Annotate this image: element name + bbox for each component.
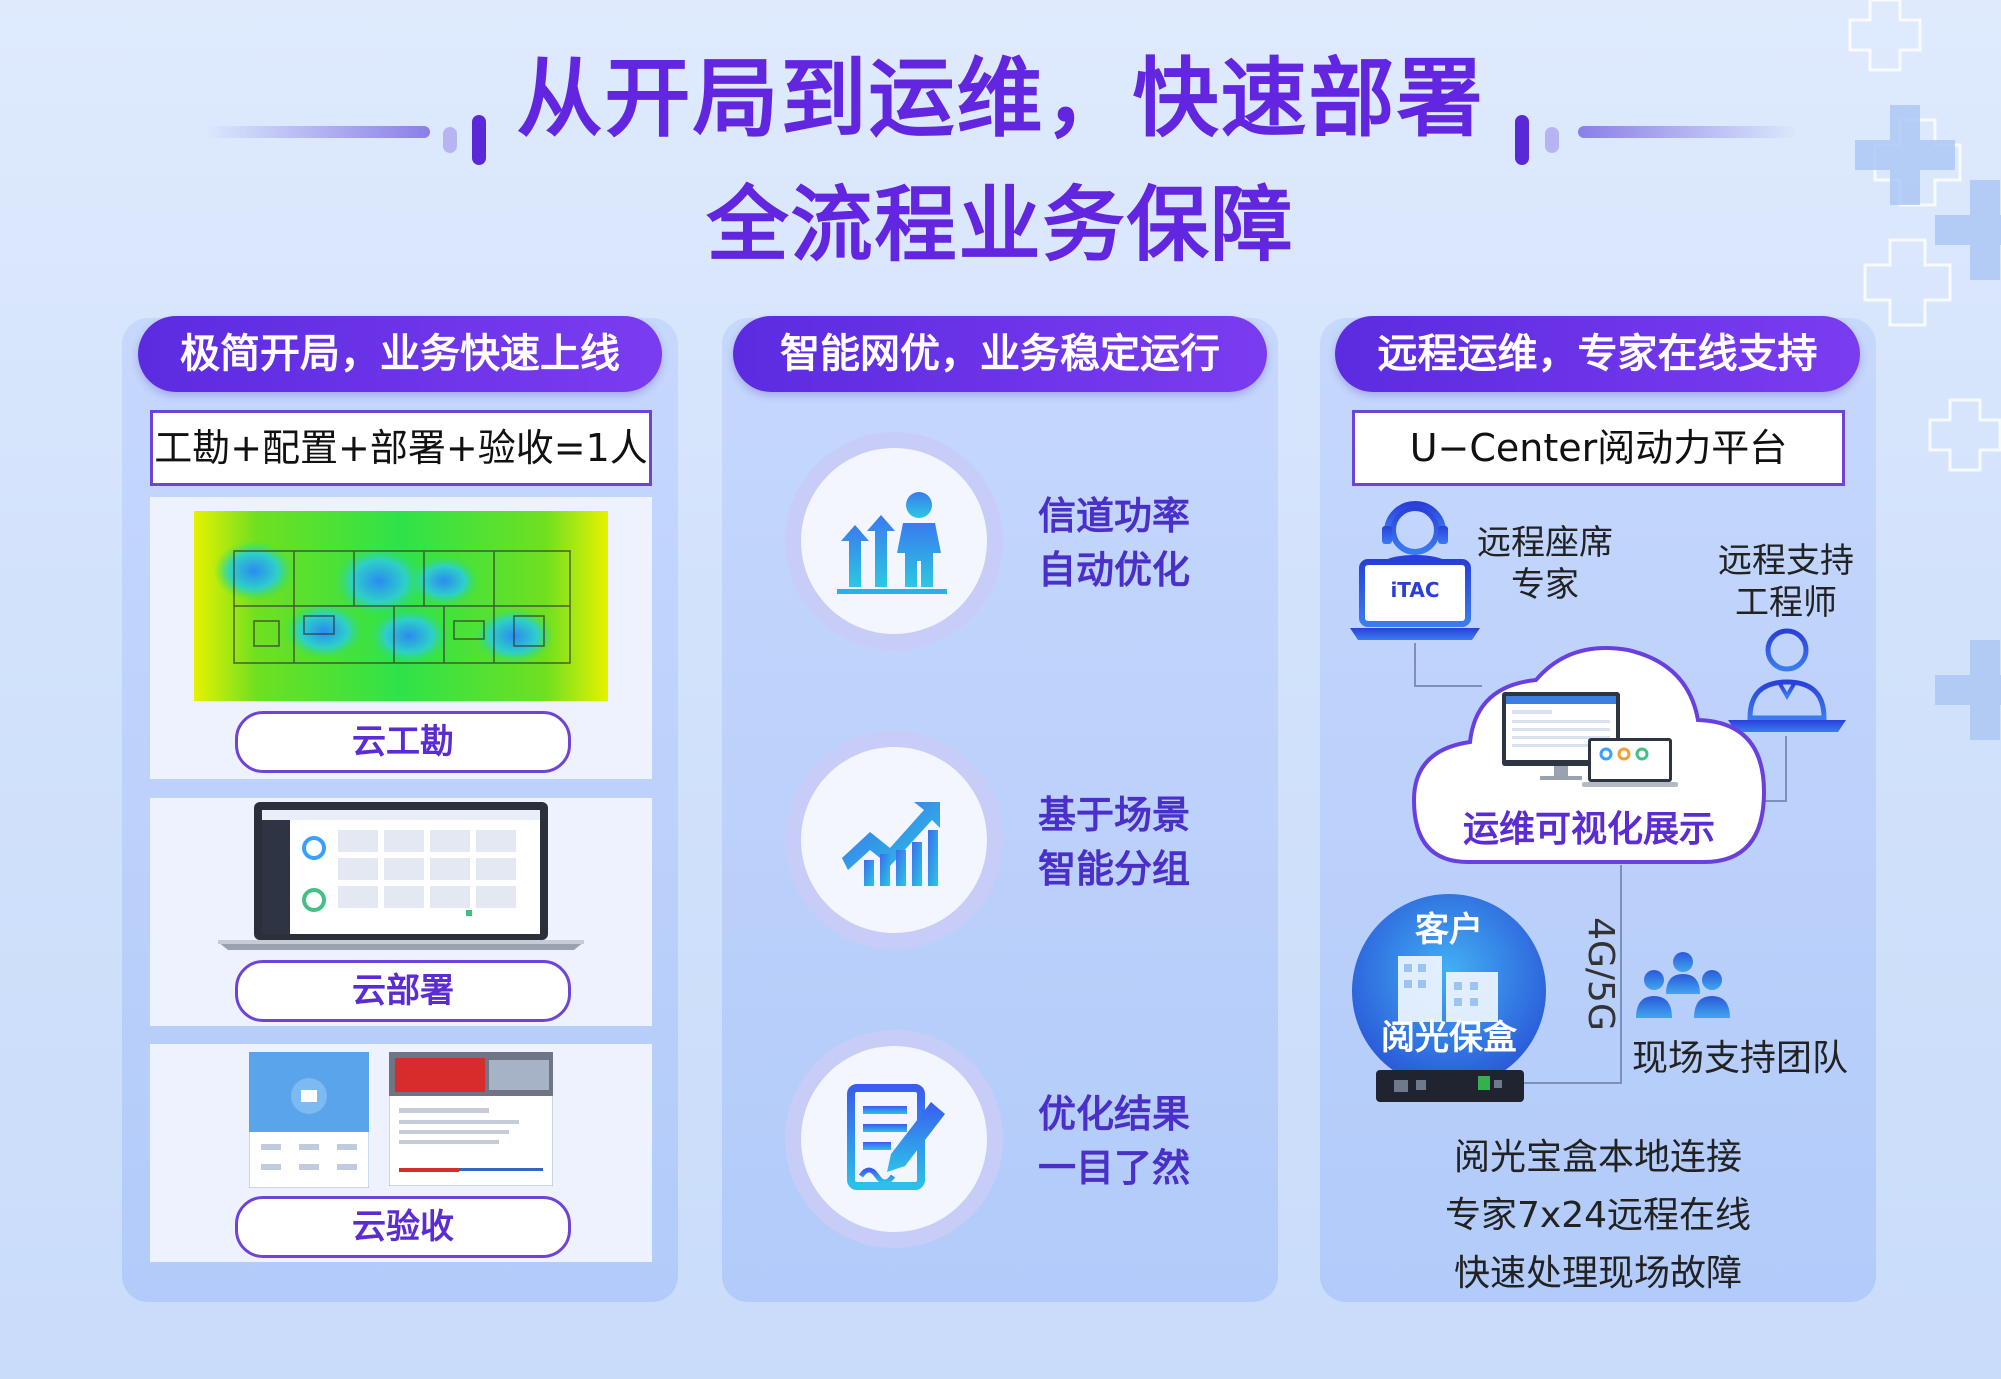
- laptop-badge: iTAC: [1390, 578, 1440, 602]
- engineer-person-icon: [1728, 628, 1846, 732]
- platform-label: U−Center阅动力平台: [1352, 410, 1845, 486]
- monitor-dashboard-image: [1502, 692, 1678, 787]
- laptop-dashboard-image: [218, 802, 584, 950]
- connector-seat-cloud-h: [1414, 685, 1482, 687]
- benefit-line-1: 阅光宝盒本地连接: [1453, 1137, 1742, 1178]
- cloud-deploy-button[interactable]: 云部署: [235, 960, 571, 1022]
- heatmap-floorplan-image: [194, 511, 608, 701]
- connector-engineer-cloud-h: [1755, 800, 1787, 802]
- connector-cloud-box-v: [1620, 865, 1622, 1083]
- benefit-line-2: 专家7x24远程在线: [1444, 1195, 1752, 1236]
- title-decor-line-right: [1578, 126, 1798, 138]
- headset-expert-icon: [1350, 501, 1480, 640]
- title-decor-dot-left: [443, 127, 457, 153]
- remote-engineer-label: 远程支持 工程师: [1718, 541, 1854, 623]
- connector-engineer-cloud-v: [1785, 736, 1787, 802]
- document-sign-icon: [847, 1084, 945, 1190]
- router-box-image: [1376, 1070, 1524, 1102]
- feature-ring-3: [785, 1030, 1003, 1248]
- feature-ring-1: [785, 432, 1003, 650]
- page-title: 从开局到运维，快速部署: [516, 49, 1485, 149]
- title-decor-line-left: [205, 126, 430, 138]
- formula-label: 工勘+配置+部署+验收=1人天: [150, 410, 652, 540]
- page-subtitle: 全流程业务保障: [706, 178, 1295, 273]
- mobile-app-screenshot: [249, 1052, 369, 1188]
- customer-label: 客户: [1415, 910, 1483, 950]
- feature-3-text: 优化结果 一目了然: [1038, 1092, 1191, 1190]
- feature-1-text: 信道功率 自动优化: [1038, 494, 1191, 592]
- pill-quick-start: 极简开局，业务快速上线: [138, 316, 662, 392]
- title-decor-cap-left: [472, 115, 486, 165]
- connector-cloud-box-h: [1520, 1082, 1622, 1084]
- support-team-icon: [1636, 952, 1730, 1018]
- cloud-acceptance-button[interactable]: 云验收: [235, 1196, 571, 1258]
- cloud-survey-button[interactable]: 云工勘: [235, 711, 571, 773]
- cross-decoration: [1848, 0, 2001, 740]
- title-decor-cap-right: [1515, 115, 1529, 165]
- pill-remote-ops: 远程运维，专家在线支持: [1335, 316, 1860, 392]
- title-decor-dot-right: [1545, 127, 1559, 153]
- feature-ring-2: [785, 731, 1003, 949]
- growth-person-icon: [837, 492, 947, 594]
- cloud-visualization-label: 运维可视化展示: [1462, 809, 1715, 850]
- pill-smart-optimization: 智能网优，业务稳定运行: [733, 316, 1267, 392]
- network-label: 4G/5G: [1580, 917, 1621, 1031]
- feature-2-text: 基于场景 智能分组: [1038, 793, 1191, 891]
- trend-chart-icon: [842, 802, 940, 886]
- field-support-team-label: 现场支持团队: [1631, 1038, 1848, 1079]
- customer-building-badge: [1352, 894, 1546, 1088]
- acceptance-report-thumbnail: [389, 1052, 553, 1186]
- connector-seat-cloud-v: [1414, 643, 1416, 687]
- light-box-label: 阅光保盒: [1381, 1018, 1517, 1058]
- remote-seat-expert-label: 远程座席 专家: [1477, 523, 1613, 605]
- benefit-line-3: 快速处理现场故障: [1453, 1253, 1742, 1294]
